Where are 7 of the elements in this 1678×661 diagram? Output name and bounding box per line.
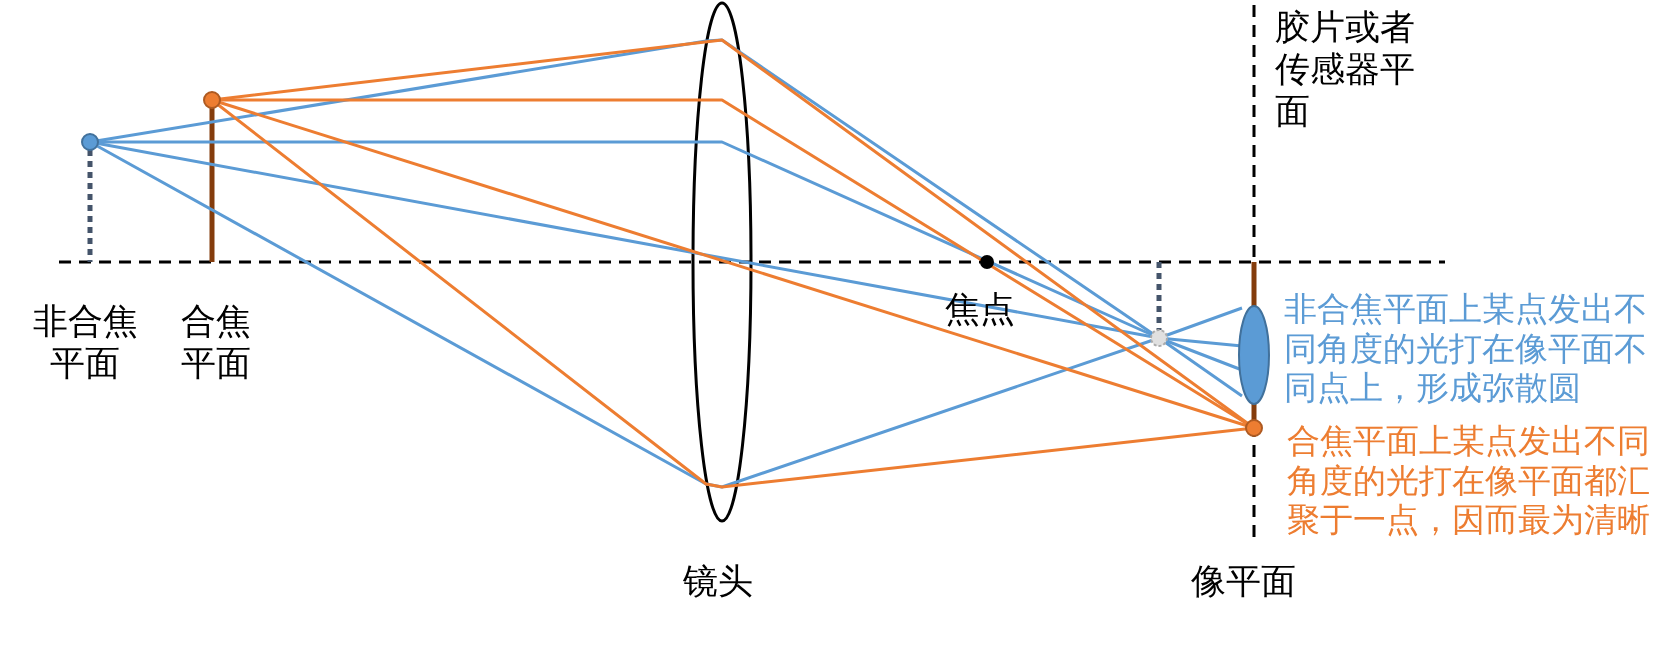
lens-label: 镜头 (683, 560, 754, 602)
plane-label: 合焦平面 (180, 300, 252, 384)
sensor-plane-label: 胶片或者传感器平面 (1275, 6, 1416, 132)
blur-explanation: 非合焦平面上某点发出不同角度的光打在像平面不同点上，形成弥散圆 (1284, 289, 1648, 408)
focus-explanation: 合焦平面上某点发出不同角度的光打在像平面都汇聚于一点，因而最为清晰 (1287, 421, 1651, 540)
image-plane-label: 像平面 (1191, 560, 1297, 602)
plane-label: 非合焦平面 (31, 300, 139, 384)
